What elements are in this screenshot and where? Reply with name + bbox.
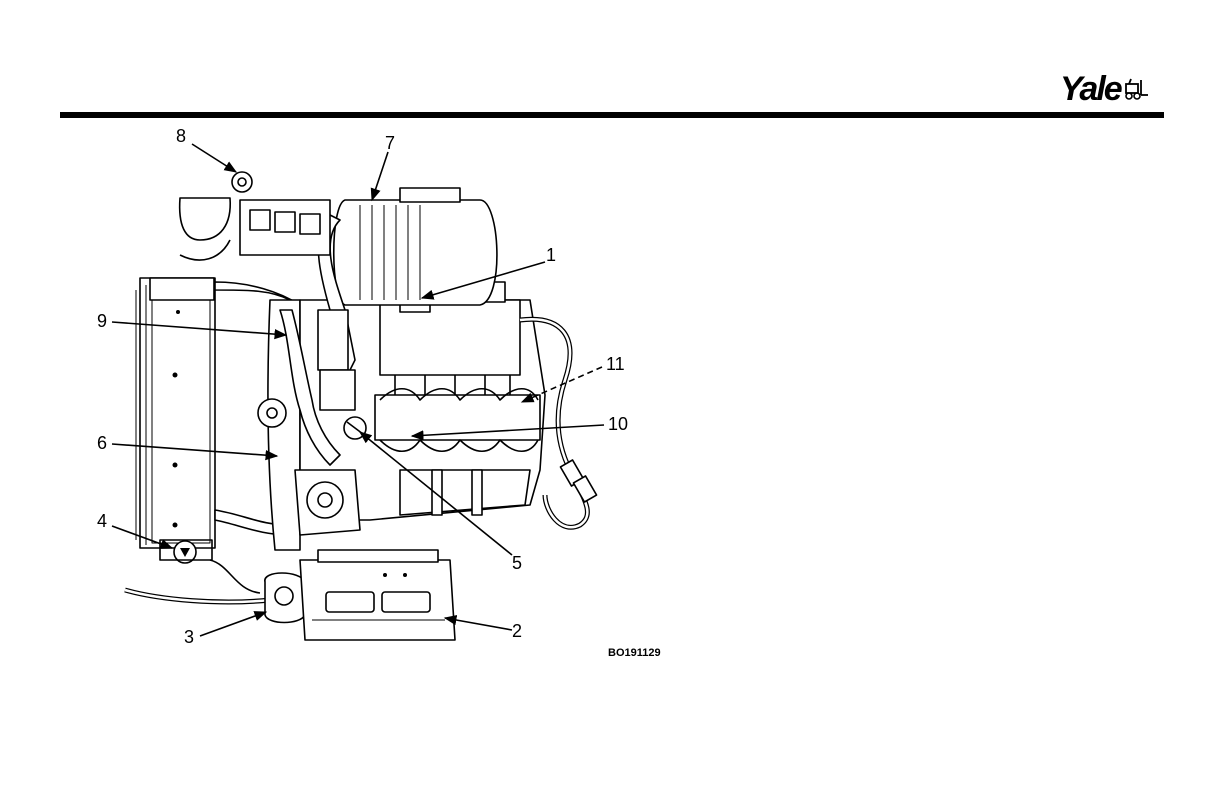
leader-7 bbox=[372, 152, 388, 200]
engine-callout-4: 4 bbox=[97, 511, 107, 531]
engine-callout-3: 3 bbox=[184, 627, 194, 647]
engine-callout-9: 9 bbox=[97, 311, 107, 331]
coolant-reservoir bbox=[180, 198, 231, 240]
engine-illustration bbox=[125, 172, 597, 640]
ecm bbox=[300, 560, 455, 640]
radiator bbox=[140, 278, 215, 548]
engine-callout-1: 1 bbox=[546, 245, 556, 265]
air-cleaner bbox=[334, 200, 497, 305]
engine-callout-11: 11 bbox=[606, 354, 625, 374]
engine-callout-8: 8 bbox=[176, 126, 186, 146]
engine-callout-10: 10 bbox=[608, 414, 628, 434]
oil-pan bbox=[400, 470, 530, 515]
figure-id: BO191129 bbox=[608, 647, 661, 659]
engine-callout-6: 6 bbox=[97, 433, 107, 453]
engine-callout-2: 2 bbox=[512, 621, 522, 641]
leader-8 bbox=[192, 144, 236, 172]
leader-3 bbox=[200, 612, 266, 636]
engine-callout-7: 7 bbox=[385, 133, 395, 153]
engine-callout-5: 5 bbox=[512, 553, 522, 573]
